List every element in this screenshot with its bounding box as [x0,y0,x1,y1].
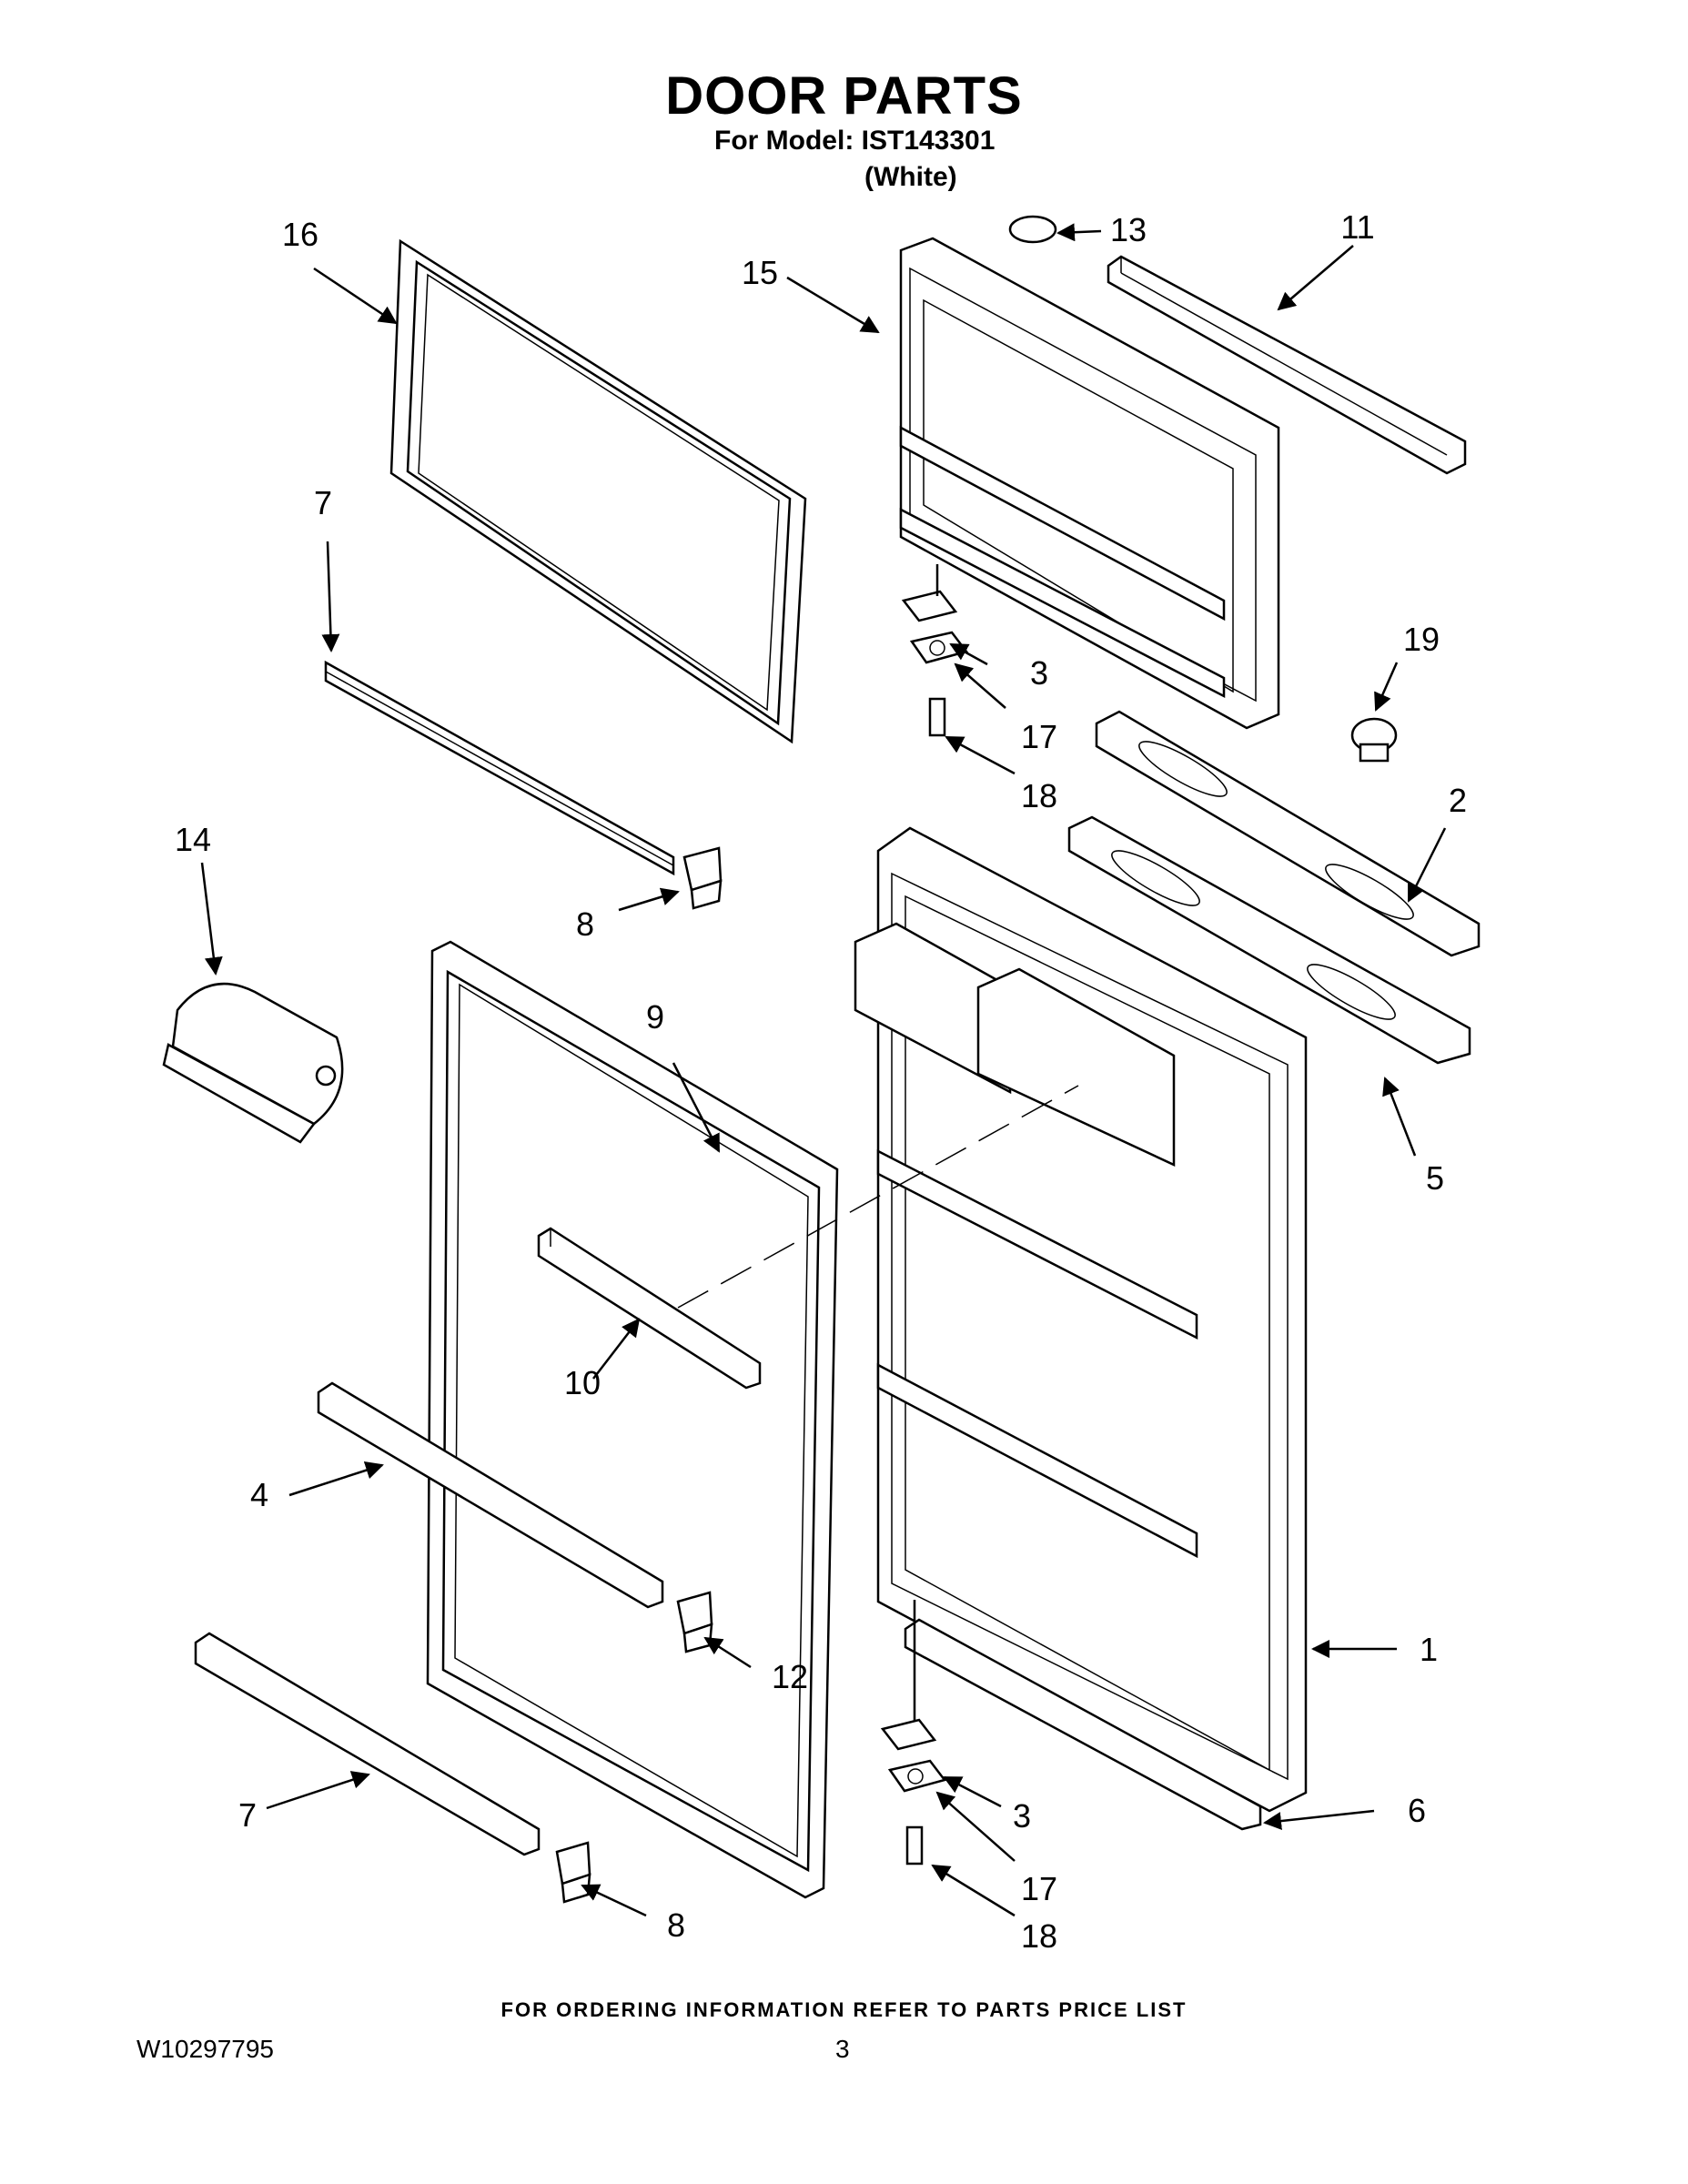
trim-end-cap-top [682,846,723,910]
callout-13: 13 [1110,211,1147,248]
page-title: DOOR PARTS [665,66,1023,126]
callout-15: 15 [742,254,778,291]
handle-2 [1095,710,1481,957]
door-plug-13 [1008,215,1057,244]
handle-5 [1067,815,1471,1065]
callout-7-bottom: 7 [238,1796,257,1834]
callout-3-bottom: 3 [1013,1797,1031,1835]
trim-end-cap-bottom [555,1841,591,1904]
callout-1: 1 [1420,1631,1438,1668]
callout-16: 16 [282,216,318,253]
light-cover [162,982,344,1144]
callout-11: 11 [1340,208,1374,246]
fresh-food-door [854,826,1308,1831]
hinge-hardware-bottom [880,1600,947,1866]
callout-8-top: 8 [576,905,594,943]
callout-18-bottom: 18 [1021,1917,1057,1955]
trim-strip-4 [317,1381,664,1609]
callout-18-top: 18 [1021,777,1057,814]
alignment-line [677,1085,1079,1309]
freezer-door-gasket [389,238,807,744]
document-number: W10297795 [136,2035,275,2063]
callout-17-bottom: 17 [1021,1870,1057,1907]
callout-3-top: 3 [1030,654,1048,692]
callout-4: 4 [250,1476,268,1513]
callout-5: 5 [1426,1159,1444,1197]
callout-9: 9 [646,998,664,1036]
callout-14: 14 [175,821,211,858]
trim-strip-top [324,660,675,876]
callout-19: 19 [1403,621,1440,658]
freezer-door-top-trim [1107,255,1467,475]
callout-6: 6 [1408,1792,1426,1829]
ordering-note: FOR ORDERING INFORMATION REFER TO PARTS … [500,1998,1188,2021]
callout-17-top: 17 [1021,718,1057,755]
freezer-door [899,237,1280,730]
leader-lines [200,223,1447,1917]
trim-strip-bottom [194,1632,541,1856]
model-line: For Model: IST143301 [714,126,996,156]
callout-7-top: 7 [314,484,332,521]
hinge-hardware-top [901,564,969,737]
shelf-retainer-10 [537,1227,762,1390]
plug-19 [1350,717,1398,763]
callout-8-bottom: 8 [667,1906,685,1944]
fresh-food-door-gasket [426,940,839,1899]
color-note: (White) [864,162,957,192]
callout-12: 12 [772,1658,808,1695]
page-number: 3 [835,2035,850,2063]
callout-10: 10 [564,1364,601,1401]
callout-2: 2 [1449,782,1467,819]
